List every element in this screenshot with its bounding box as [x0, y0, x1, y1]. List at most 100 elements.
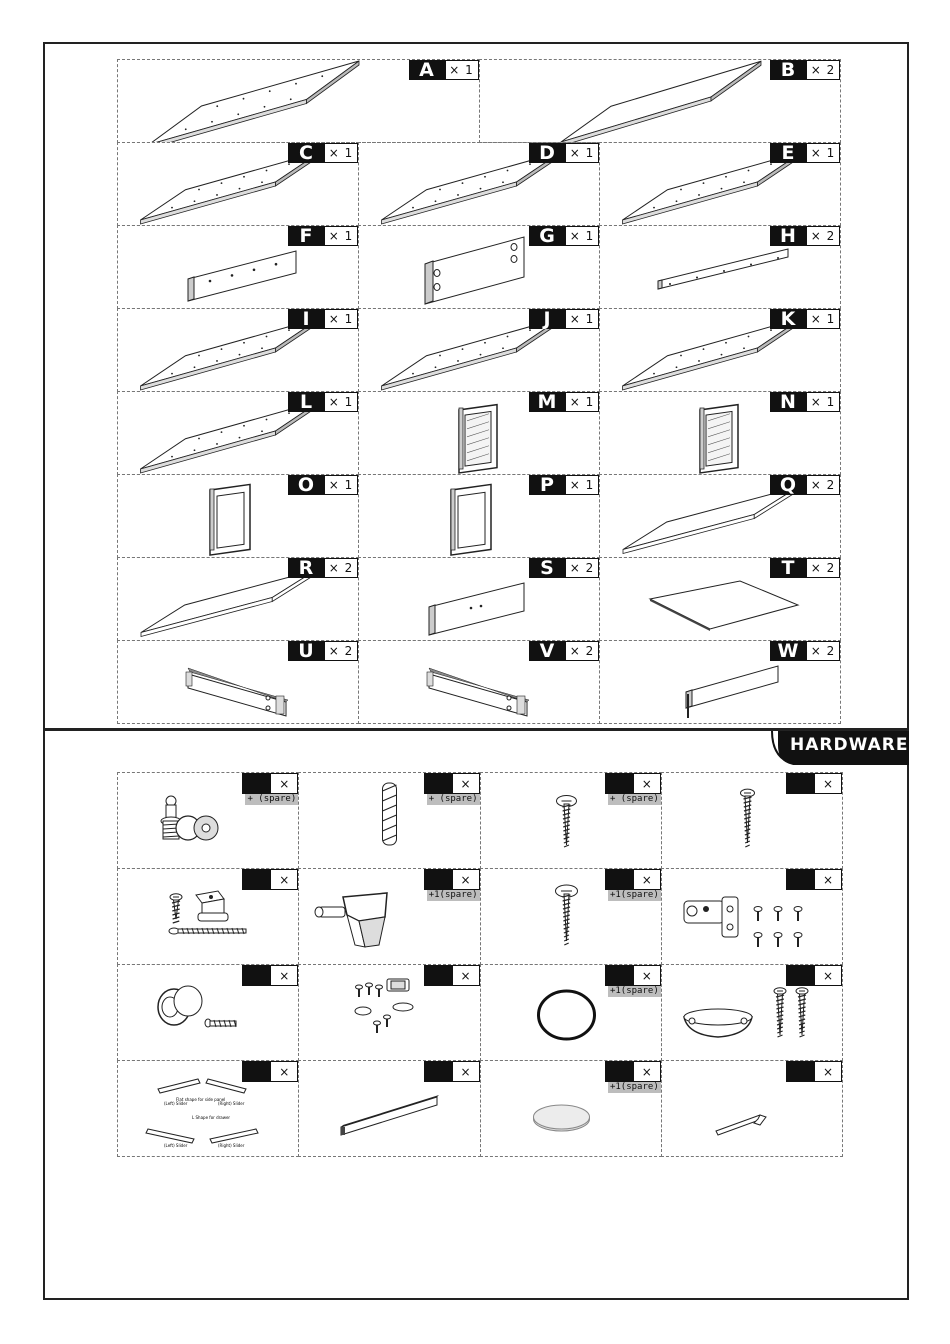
drawer-side-icon — [426, 667, 530, 717]
panel-with-holes-icon — [140, 150, 321, 225]
part-letter: N — [770, 392, 806, 413]
hardware-row: Flat shape for side panel L Shape for dra… — [117, 1060, 843, 1157]
allen-key-icon — [715, 1114, 767, 1136]
part-cell-r: R× 2 — [117, 557, 359, 641]
page-frame — [43, 42, 909, 1300]
slider-label-right-2: (Right) Slider — [218, 1143, 245, 1148]
screw-icon — [554, 884, 578, 946]
hardware-count-label: × — [786, 965, 842, 986]
hardware-count-label: × — [242, 965, 299, 986]
part-letter: G — [529, 226, 565, 247]
part-label: E× 1 — [770, 143, 840, 164]
glass-door-icon — [458, 403, 498, 474]
drawer-slider-icon: Flat shape for side panel L Shape for dra… — [145, 1078, 259, 1148]
hardware-cell: × — [660, 772, 843, 869]
thin-rail-icon — [657, 248, 789, 290]
rail-strip-icon — [340, 1095, 440, 1136]
times-sign: × — [451, 869, 480, 890]
part-label: C× 1 — [288, 143, 358, 164]
hardware-title: HARDWARE — [790, 735, 909, 755]
part-label: J× 1 — [529, 309, 599, 330]
rail-board-icon — [187, 250, 297, 302]
spare-note: + (spare) — [426, 794, 480, 805]
part-cell-g: G× 1 — [358, 225, 600, 309]
part-letter: J — [529, 309, 565, 330]
times-sign: × — [814, 965, 842, 986]
times-sign: × — [632, 965, 661, 986]
hardware-count-label: × — [423, 1061, 480, 1082]
part-letter: H — [770, 226, 806, 247]
hardware-cell: ×+ (spare) — [298, 772, 481, 869]
drawer-side-icon — [185, 667, 289, 717]
part-letter: A — [408, 60, 445, 81]
parts-row: A× 1 B× 2 — [117, 59, 841, 143]
part-label: M× 1 — [529, 392, 599, 413]
spare-note: +1(spare) — [607, 986, 661, 997]
part-letter: U — [288, 641, 324, 662]
slotted-board-icon — [424, 236, 525, 305]
part-label: T× 2 — [770, 558, 840, 579]
part-cell-w: W× 2 — [599, 640, 841, 724]
hardware-cell: × — [117, 868, 300, 965]
part-cell-p: P× 1 — [358, 474, 600, 558]
part-cell-a: A× 1 — [117, 59, 480, 143]
part-cell-f: F× 1 — [117, 225, 359, 309]
part-cell-v: V× 2 — [358, 640, 600, 724]
spare-note: + (spare) — [245, 794, 299, 805]
part-quantity: × 2 — [806, 475, 840, 495]
hardware-count-label: ×+1(spare) — [604, 1061, 661, 1093]
part-quantity: × 1 — [565, 309, 599, 329]
hardware-count-label: ×+ (spare) — [604, 773, 661, 805]
part-letter: F — [288, 226, 324, 247]
part-cell-d: D× 1 — [358, 142, 600, 226]
part-letter: D — [529, 143, 565, 164]
count-box — [423, 965, 452, 986]
cam-lock-icon — [160, 795, 219, 841]
magnetic-catch-icon — [354, 978, 414, 1033]
part-label: I× 1 — [288, 309, 358, 330]
short-screw-icon — [555, 795, 577, 848]
wood-dowel-icon — [382, 782, 398, 846]
hardware-cell: × — [298, 1060, 481, 1157]
spare-note: +1(spare) — [607, 1082, 661, 1093]
hardware-header-tab — [771, 731, 909, 765]
hardware-cell: ×+1(spare) — [479, 1060, 662, 1157]
times-sign: × — [451, 1061, 480, 1082]
part-quantity: × 2 — [806, 558, 840, 578]
cup-handle-icon — [682, 987, 809, 1038]
times-sign: × — [270, 773, 299, 794]
slider-label-right: (Right) Slider — [218, 1101, 245, 1106]
part-cell-n: N× 1 — [599, 391, 841, 475]
hardware-count-label: ×+1(spare) — [604, 869, 661, 901]
hardware-count-label: ×+ (spare) — [423, 773, 480, 805]
part-label: B× 2 — [770, 60, 840, 81]
part-quantity: × 1 — [324, 309, 358, 329]
part-quantity: × 1 — [806, 309, 840, 329]
parts-row: C× 1 D× 1 E× 1 — [117, 142, 841, 226]
count-box — [786, 1061, 814, 1082]
hardware-cell: ×+ (spare) — [117, 772, 300, 869]
times-sign: × — [270, 965, 299, 986]
long-screw-icon — [739, 788, 755, 848]
part-quantity: × 2 — [565, 558, 599, 578]
hardware-grid: ×+ (spare)×+ (spare)×+ (spare)×××+1(spar… — [117, 772, 843, 1157]
part-label: F× 1 — [288, 226, 358, 247]
part-letter: Q — [770, 475, 806, 496]
slider-label-flat: Flat shape for side panel — [176, 1097, 225, 1102]
part-label: G× 1 — [529, 226, 599, 247]
hardware-cell: × — [660, 964, 843, 1061]
part-quantity: × 1 — [324, 475, 358, 495]
part-cell-s: S× 2 — [358, 557, 600, 641]
slider-label-lshape: L Shape for drawer — [192, 1115, 230, 1120]
part-cell-m: M× 1 — [358, 391, 600, 475]
square-board-icon — [648, 580, 800, 631]
part-label: D× 1 — [529, 143, 599, 164]
part-cell-e: E× 1 — [599, 142, 841, 226]
count-box — [604, 869, 633, 890]
part-quantity: × 1 — [565, 392, 599, 412]
panel-with-holes-icon — [622, 150, 803, 225]
times-sign: × — [270, 869, 299, 890]
times-sign: × — [814, 869, 842, 890]
